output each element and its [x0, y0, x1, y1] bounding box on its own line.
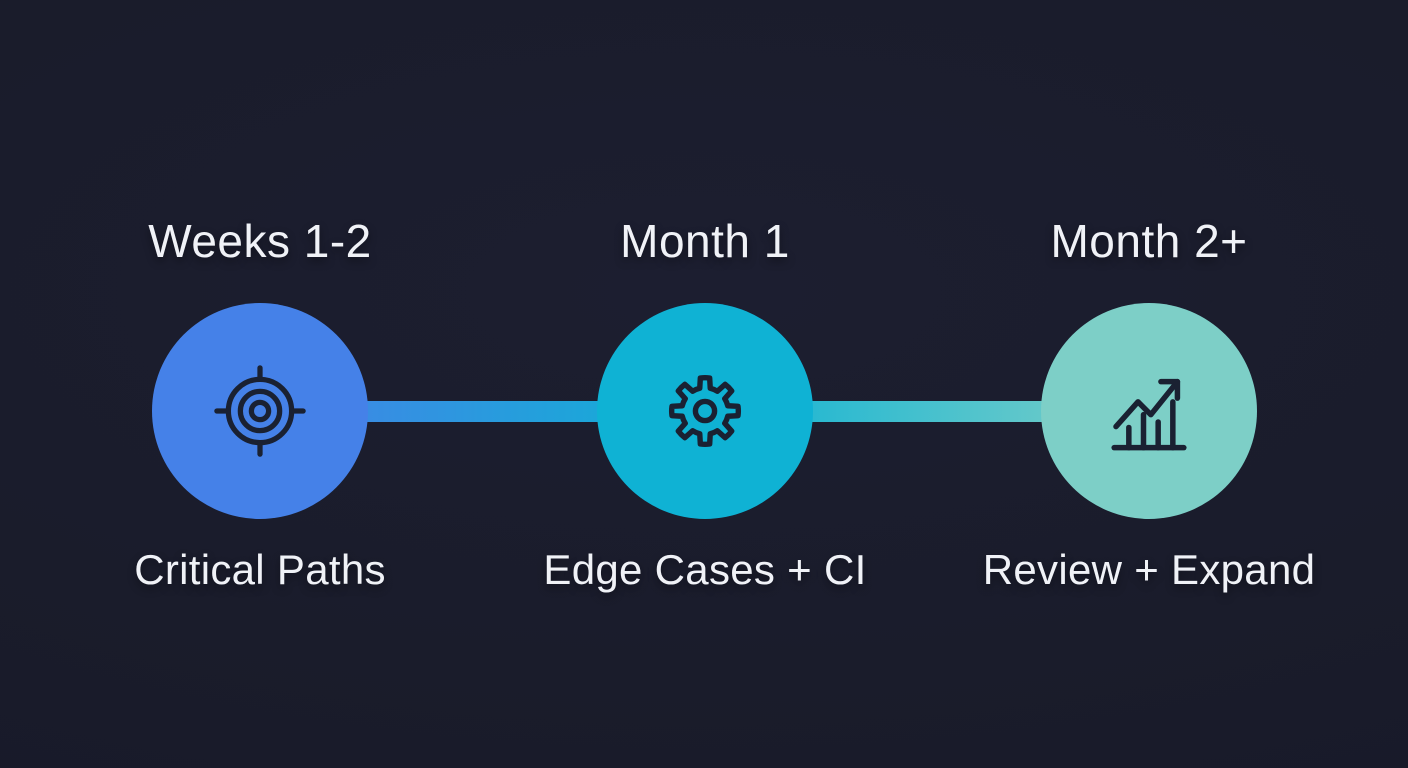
stage-circle	[597, 303, 813, 519]
stage-circle	[1041, 303, 1257, 519]
stage-label: Critical Paths	[134, 546, 386, 593]
stage-month-2-plus: Month 2+ Review + Expand	[929, 0, 1369, 768]
connector-line-2	[705, 401, 1149, 422]
target-icon	[214, 365, 306, 457]
gear-icon	[665, 371, 745, 451]
stage-month-1: Month 1 Edge Cases + CI	[485, 0, 925, 768]
stage-label: Edge Cases + CI	[543, 546, 867, 593]
stage-circle	[152, 303, 368, 519]
stage-period: Weeks 1-2	[148, 215, 372, 267]
stage-period: Month 2+	[1050, 215, 1248, 267]
stage-weeks-1-2: Weeks 1-2 Critical Paths	[40, 0, 480, 768]
chart-growth-icon	[1105, 367, 1193, 455]
stage-period: Month 1	[620, 215, 790, 267]
connector-line-1	[260, 401, 705, 422]
stage-label: Review + Expand	[982, 546, 1316, 593]
